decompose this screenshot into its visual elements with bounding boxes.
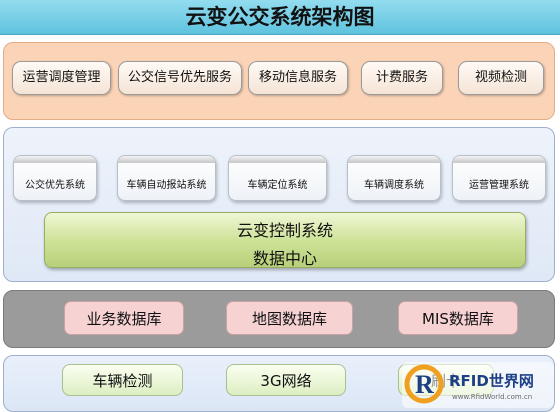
db-item-mis: MIS数据库 bbox=[398, 301, 518, 335]
subsystem-label: 车辆自动报站系统 bbox=[126, 180, 207, 191]
subsystem-label: 车辆调度系统 bbox=[364, 180, 424, 191]
watermark-url: www.RfidWorld.com.cn bbox=[452, 393, 533, 401]
subsystem-bus-priority: 公交优先系统 bbox=[13, 155, 97, 201]
subsystem-vehicle-positioning: 车辆定位系统 bbox=[228, 155, 327, 201]
subsystem-auto-announce: 车辆自动报站系统 bbox=[117, 155, 216, 201]
subsystem-label: 公交优先系统 bbox=[25, 180, 85, 191]
db-item-map: 地图数据库 bbox=[226, 301, 353, 335]
app-item-billing: 计费服务 bbox=[361, 61, 443, 95]
subsystem-operations-management: 运营管理系统 bbox=[452, 155, 546, 201]
subsystem-header-bar bbox=[14, 156, 96, 163]
subsystem-vehicle-dispatch: 车辆调度系统 bbox=[347, 155, 441, 201]
core-control-box bbox=[44, 212, 526, 268]
diagram-title: 云变公交系统架构图 bbox=[185, 5, 375, 29]
watermark-r-glyph: R bbox=[415, 370, 434, 399]
app-item-dispatch-management: 运营调度管理 bbox=[12, 61, 111, 95]
title-bar bbox=[0, 0, 560, 35]
subsystem-label: 车辆定位系统 bbox=[247, 180, 308, 191]
data-center-label: 数据中心 bbox=[252, 249, 317, 268]
subsystem-header-bar bbox=[348, 156, 440, 163]
watermark-brand-text: RFID世界网 bbox=[449, 372, 534, 390]
subsystem-header-bar bbox=[453, 156, 545, 163]
subsystem-header-bar bbox=[118, 156, 215, 163]
app-item-signal-priority: 公交信号优先服务 bbox=[118, 61, 242, 95]
input-item-vehicle-detection: 车辆检测 bbox=[62, 364, 183, 396]
rfidworld-watermark-logo: R bbox=[402, 362, 554, 408]
app-item-video-detection: 视频检测 bbox=[458, 61, 544, 95]
input-item-3g-network: 3G网络 bbox=[226, 364, 346, 396]
subsystem-header-bar bbox=[229, 156, 326, 163]
app-item-mobile-info: 移动信息服务 bbox=[248, 61, 348, 95]
subsystem-label: 运营管理系统 bbox=[469, 180, 529, 191]
watermark-ring bbox=[404, 364, 444, 404]
db-item-business: 业务数据库 bbox=[64, 301, 184, 335]
core-control-system-label: 云变控制系统 bbox=[236, 221, 333, 240]
